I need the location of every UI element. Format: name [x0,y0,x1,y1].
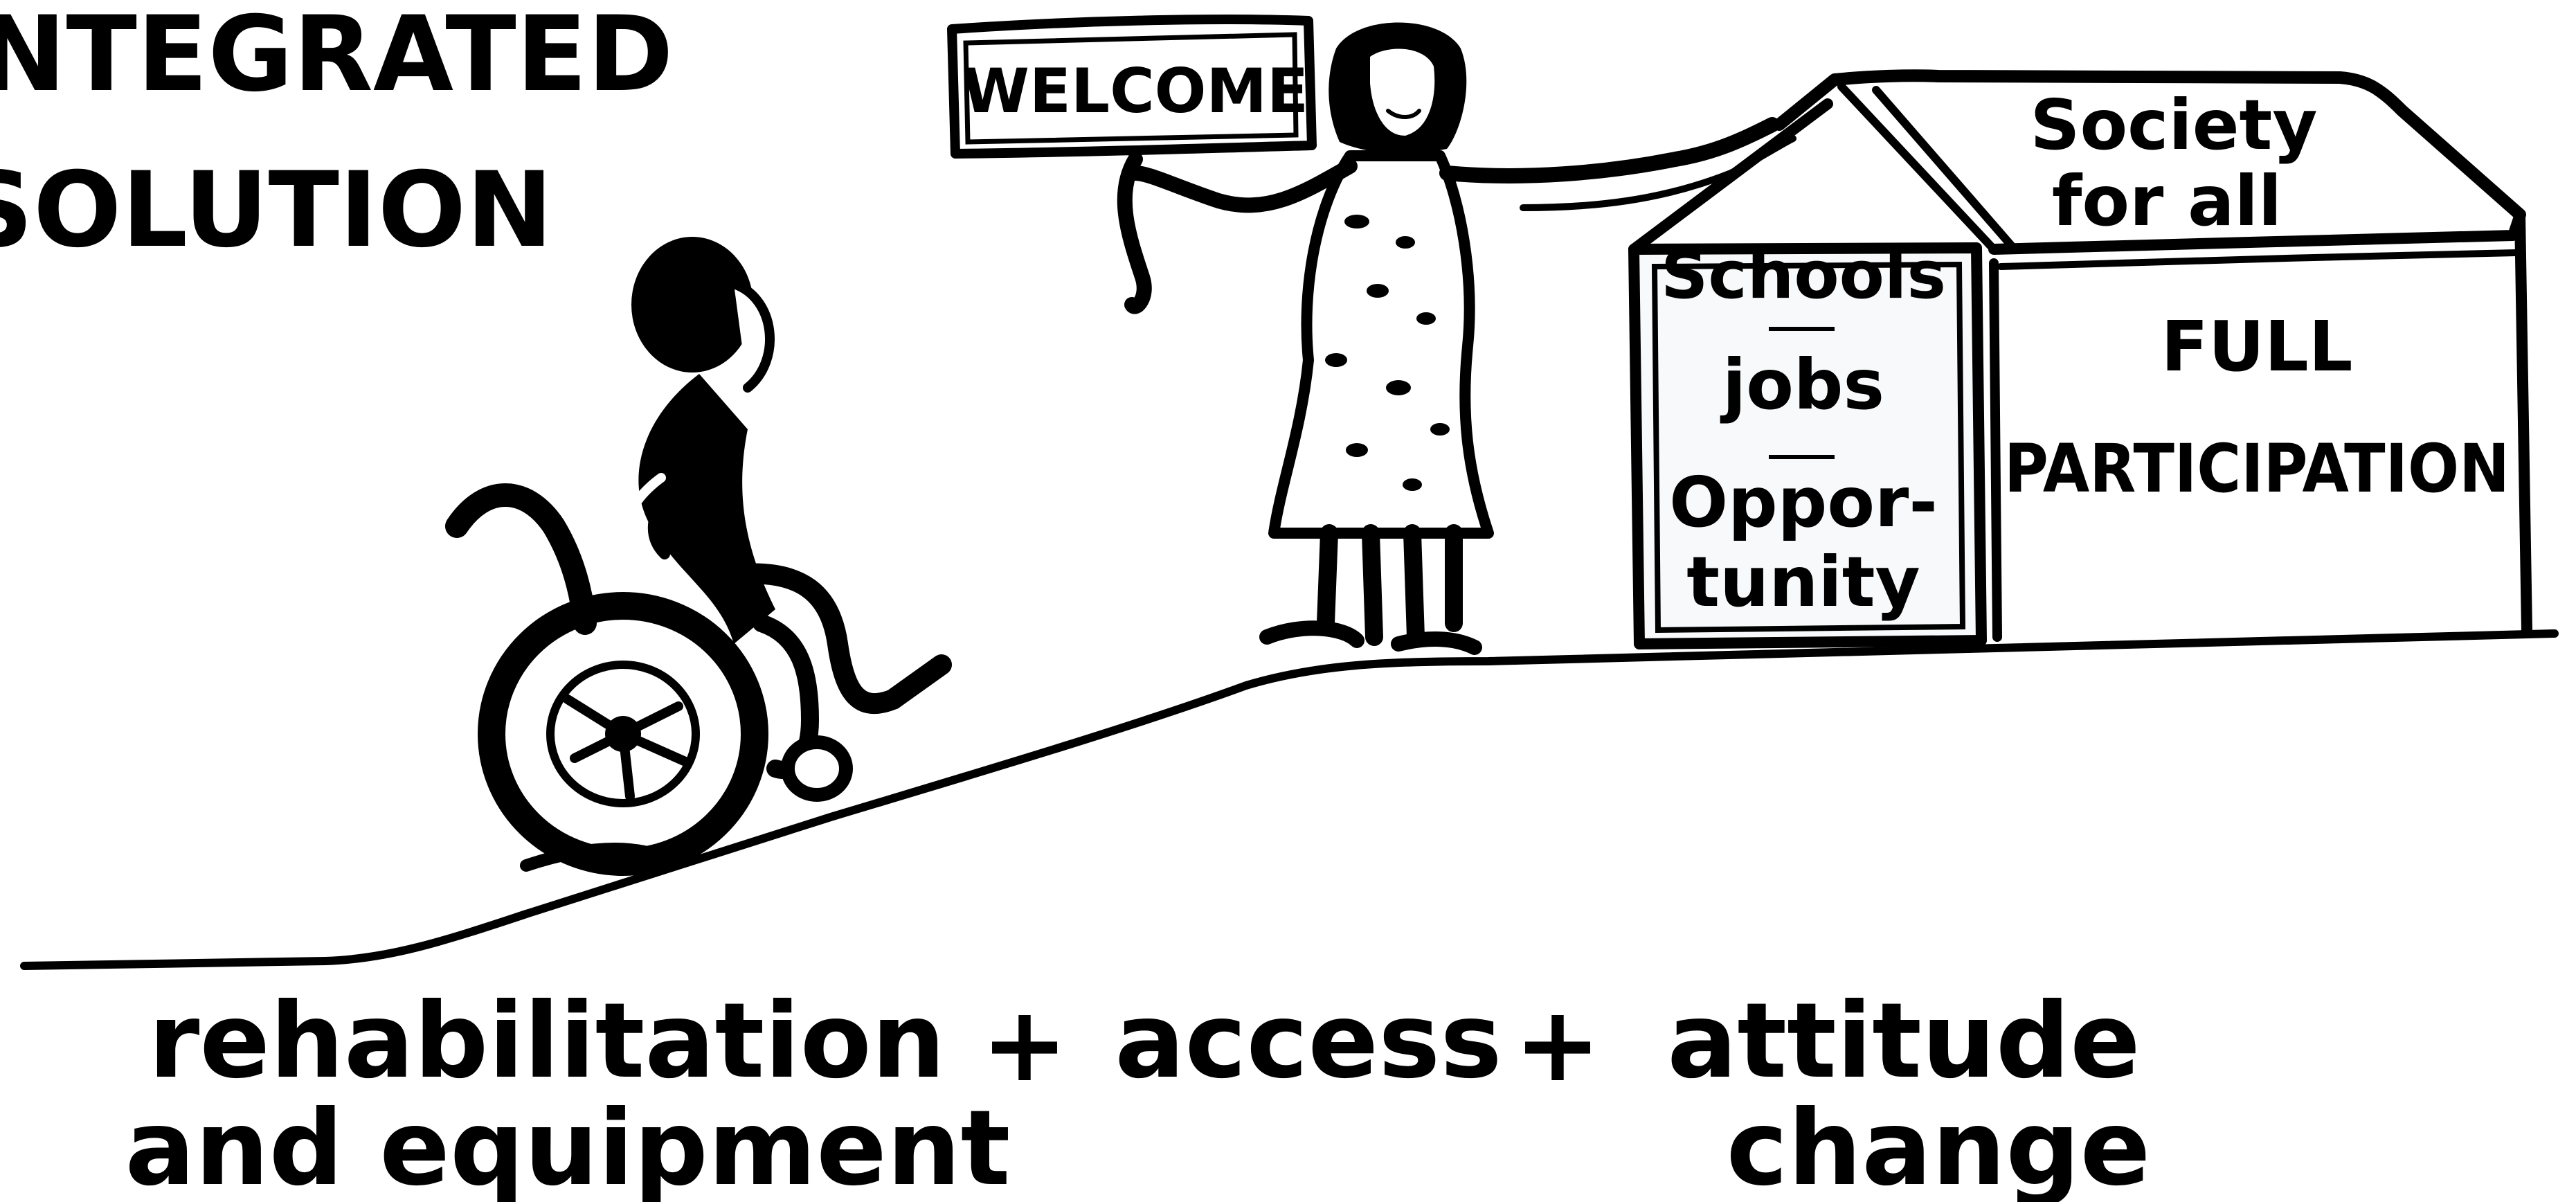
title-line-2: SOLUTION [0,150,553,271]
roof-sign-line-2: for all [2052,161,2282,242]
doorway-line-4: tunity [1686,541,1920,622]
welcoming-woman-figure-icon [1117,22,1796,655]
equation-term2: access [1115,981,1502,1102]
equation-term3-line2: change [1727,1088,2151,1202]
doorway-line-3: Oppor- [1669,462,1938,543]
hall-line-1: FULL [2161,306,2353,387]
equation-plus-2: + [1514,985,1601,1105]
equation-term3-line1: attitude [1667,981,2141,1102]
house-building-icon [1628,69,2532,642]
equation-term1-line1: rehabilitation [148,981,945,1102]
doorway-inner-frame [1651,261,1966,634]
equation-plus-1: + [981,985,1068,1105]
hall-line-2: PARTICIPATION [2004,430,2510,508]
ground-slope-line [20,629,2559,970]
title-line-1: NTEGRATED [0,0,674,115]
doorway-line-1: Schools [1661,237,1946,314]
roof-sign-line-1: Society [2030,84,2317,165]
welcome-sign: WELCOME [947,15,1317,159]
doorway-panel [1628,242,1987,649]
welcome-sign-text: WELCOME [962,55,1308,127]
equation-term1-line2: and equipment [125,1088,1011,1202]
wheelchair-user-figure-icon [445,237,952,876]
doorway-line-2: jobs [1720,344,1884,425]
